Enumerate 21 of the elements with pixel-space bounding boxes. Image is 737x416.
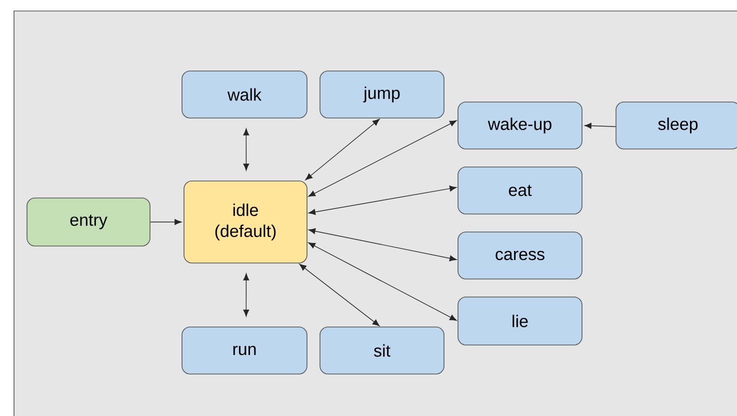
arrow (584, 122, 616, 129)
state-box: walk (182, 70, 308, 118)
arrow (305, 118, 380, 180)
state-box: lie (458, 296, 582, 346)
arrow (308, 120, 457, 197)
state-box: run (182, 326, 308, 374)
arrow (299, 264, 380, 326)
state-box: caress (458, 232, 582, 280)
arrow (243, 128, 250, 171)
state-box: wake-up (458, 102, 582, 150)
state-box: sleep (616, 102, 737, 150)
state-box: sit (320, 326, 444, 374)
arrow (150, 219, 182, 225)
arrow (243, 273, 250, 317)
arrow (308, 186, 457, 215)
state-box: jump (320, 70, 444, 118)
state-box: eat (458, 166, 582, 214)
state-box: entry (26, 198, 150, 246)
arrow (308, 228, 457, 262)
arrow (308, 242, 457, 321)
state-box: idle (default) (184, 180, 308, 264)
